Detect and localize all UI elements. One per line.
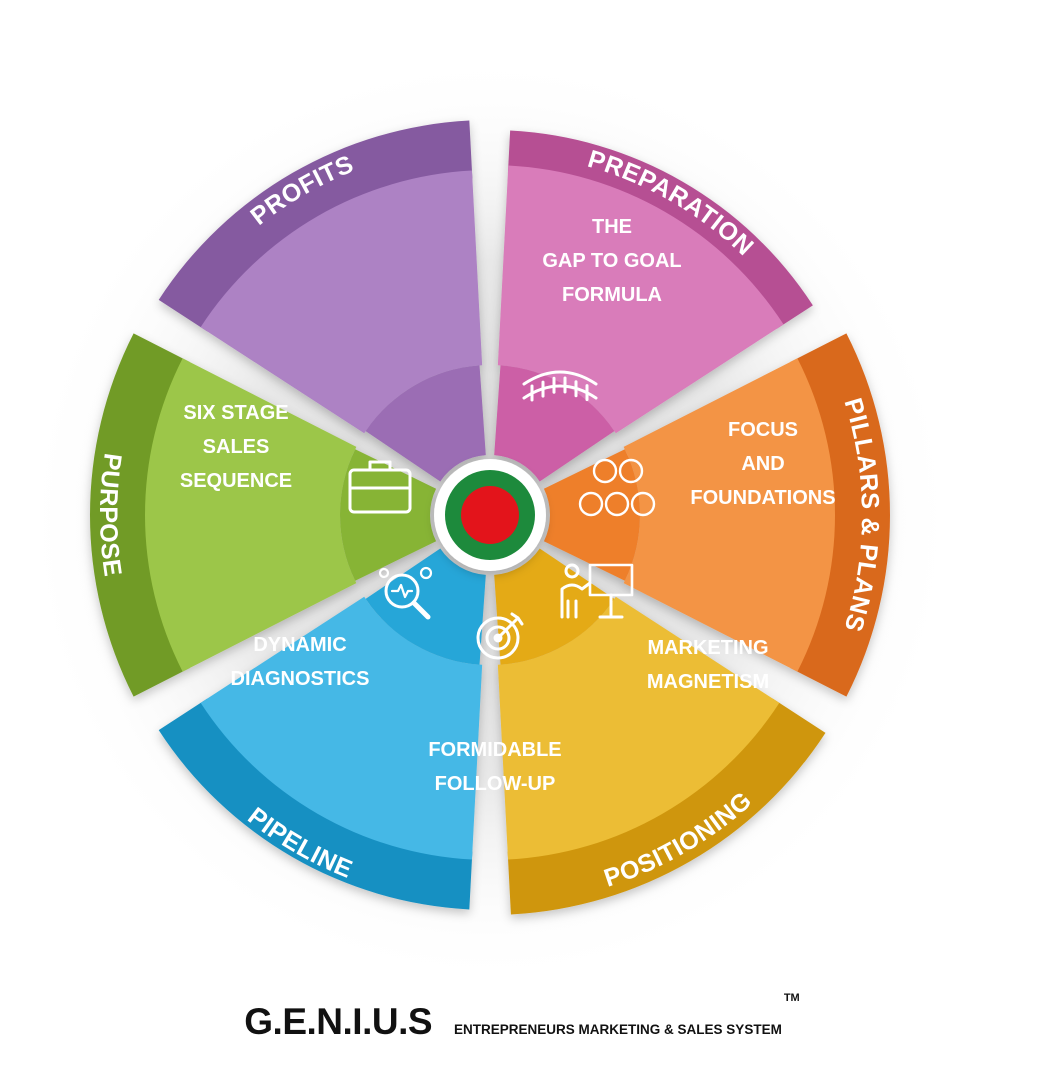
brand-tagline: ENTREPRENEURS MARKETING & SALES SYSTEM <box>454 1021 782 1037</box>
social-media-icons <box>578 458 656 517</box>
hub-red-dot <box>461 486 519 544</box>
presenter-board-icon <box>560 563 634 619</box>
inner-band <box>340 449 437 581</box>
center-hub <box>434 459 546 571</box>
middle-band <box>200 596 483 860</box>
segment-pipeline <box>158 548 486 910</box>
middle-band <box>144 358 357 672</box>
middle-band <box>623 358 836 672</box>
segment-positioning <box>494 548 826 915</box>
target-icon <box>476 612 524 660</box>
brand-title: G.E.N.I.U.S <box>244 1001 433 1042</box>
middle-band <box>497 596 780 860</box>
inner-band <box>494 548 615 665</box>
segment-purpose <box>89 333 437 697</box>
inner-band <box>494 365 615 482</box>
outer-label: PURPOSE <box>94 451 127 578</box>
footer: G.E.N.I.U.S ENTREPRENEURS MARKETING & SA… <box>0 970 1044 1040</box>
briefcase-icon <box>348 460 412 514</box>
middle-band <box>497 165 784 434</box>
inner-band <box>365 365 486 482</box>
segment-preparation <box>494 130 813 482</box>
magnifier-gears-icon <box>378 566 433 620</box>
trademark: TM <box>783 992 800 1004</box>
inner-band <box>365 548 486 665</box>
segment-pillars-plans <box>543 333 890 697</box>
segment-profits <box>158 120 486 482</box>
middle-band <box>200 170 483 434</box>
bridge-icon <box>522 370 598 402</box>
